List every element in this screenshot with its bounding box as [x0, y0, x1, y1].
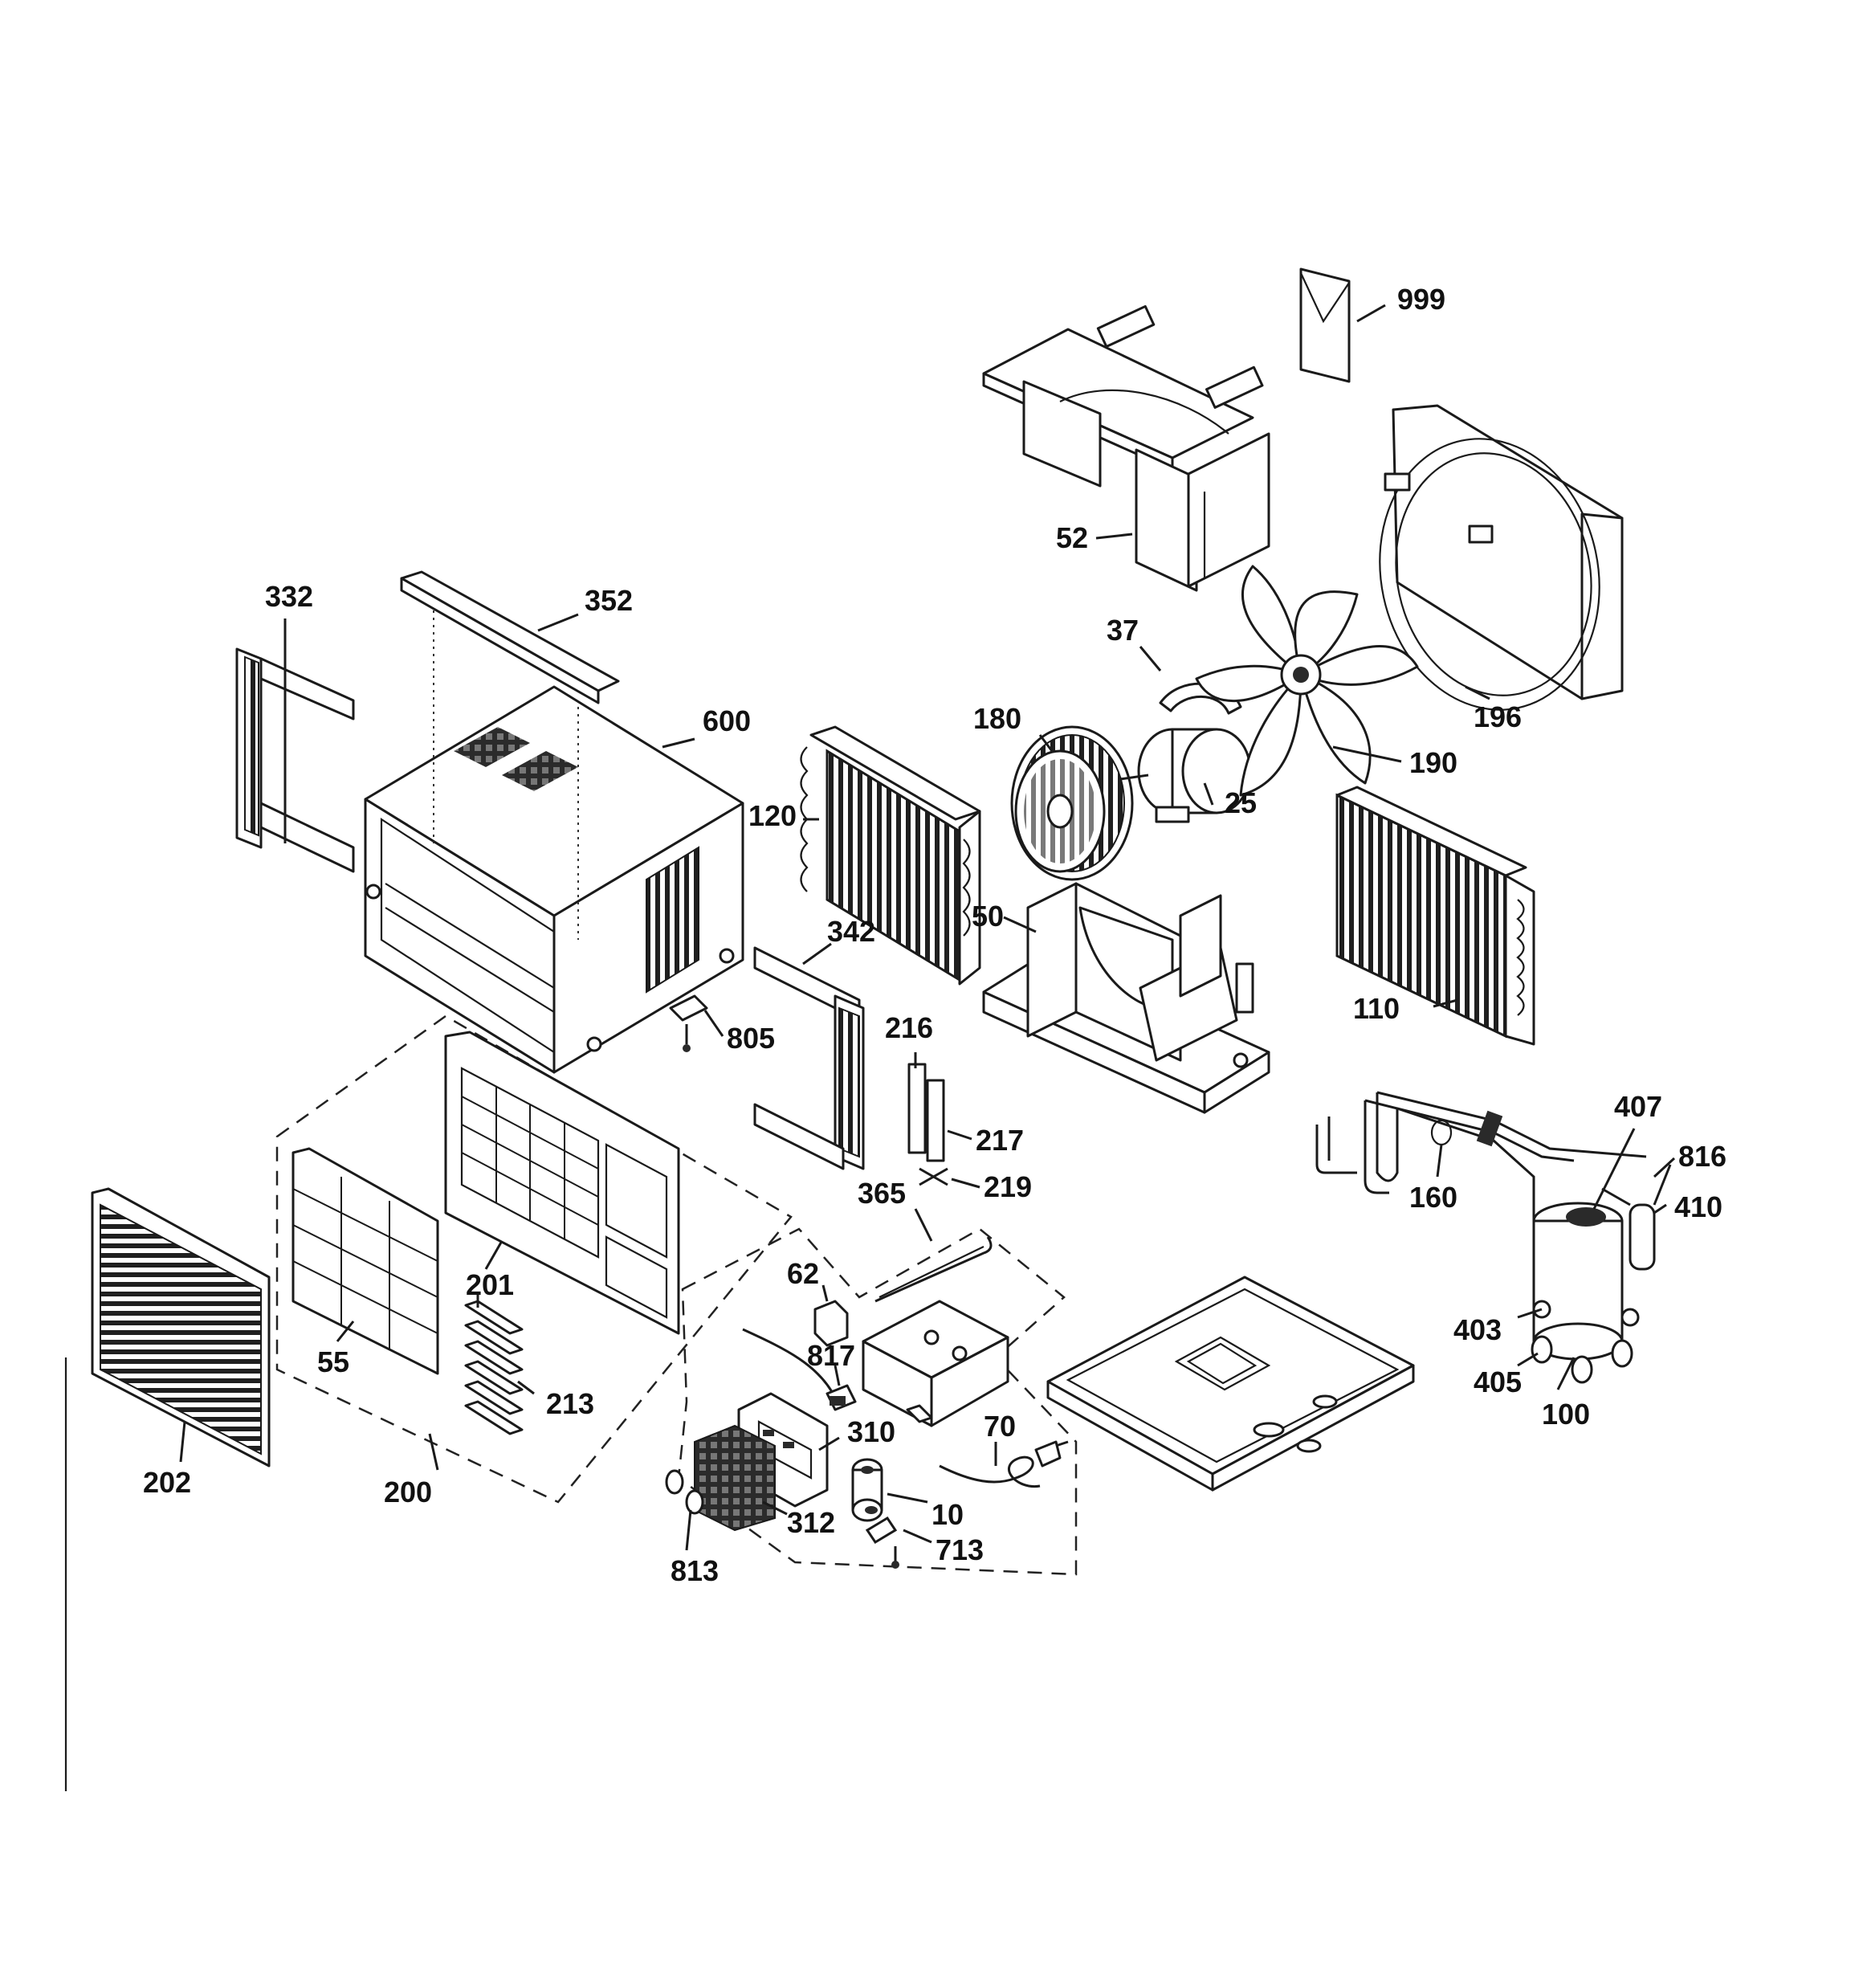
part-25-fan-motor	[1119, 728, 1286, 823]
label-312: 312	[787, 1506, 835, 1539]
label-160: 160	[1409, 1181, 1457, 1214]
label-120: 120	[748, 799, 797, 832]
label-110: 110	[1353, 992, 1400, 1025]
label-352: 352	[585, 584, 633, 617]
label-310: 310	[847, 1415, 895, 1448]
label-342: 342	[827, 915, 875, 948]
label-217: 217	[976, 1124, 1024, 1157]
label-190: 190	[1409, 746, 1457, 779]
label-216: 216	[885, 1011, 933, 1044]
part-342-side-curtain-right	[753, 946, 865, 1170]
part-600-cabinet	[364, 610, 744, 1074]
label-200: 200	[384, 1476, 432, 1508]
label-25: 25	[1225, 786, 1257, 819]
part-control-bracket	[862, 1300, 1009, 1427]
label-999: 999	[1397, 283, 1445, 316]
label-52: 52	[1056, 521, 1088, 554]
part-10-capacitor	[851, 1458, 883, 1522]
part-50-blower-housing	[982, 882, 1270, 1114]
part-332-side-curtain-left	[235, 647, 355, 873]
label-219: 219	[984, 1170, 1032, 1203]
label-600: 600	[703, 704, 751, 737]
part-805-bracket	[669, 994, 708, 1052]
label-213: 213	[546, 1387, 594, 1420]
part-120-evaporator-coil	[800, 725, 981, 986]
part-62-relay	[813, 1300, 849, 1347]
part-110-condenser-coil	[1335, 786, 1535, 1046]
group-200-outline	[275, 1014, 793, 1504]
part-817-wire-harness	[742, 1328, 857, 1411]
label-196: 196	[1474, 700, 1522, 733]
part-813-knobs	[665, 1469, 704, 1515]
part-201-front-panel	[444, 1031, 680, 1335]
label-403: 403	[1453, 1313, 1502, 1346]
part-216-217-219-sensor-parts	[907, 1063, 948, 1186]
part-labels: 999 52 196 332 352 37 600 180 190 120 25…	[143, 283, 1726, 1587]
label-62: 62	[787, 1257, 819, 1290]
leader-lines	[179, 304, 1676, 1551]
part-180-blower-wheel	[1010, 725, 1134, 881]
electrical-group-outline	[677, 1227, 1078, 1576]
part-100-compressor	[1531, 1164, 1672, 1384]
part-999-manual	[1299, 267, 1351, 383]
part-70-power-cord	[939, 1440, 1069, 1488]
part-base-pan	[1046, 1276, 1415, 1492]
part-190-propeller-fan	[1195, 565, 1419, 797]
label-202: 202	[143, 1466, 191, 1499]
label-410: 410	[1674, 1190, 1722, 1223]
part-312-control-panel	[694, 1424, 776, 1532]
label-713: 713	[936, 1533, 984, 1566]
part-55-filter	[291, 1147, 439, 1375]
label-805: 805	[727, 1022, 775, 1055]
label-37: 37	[1107, 614, 1139, 647]
label-817: 817	[807, 1339, 855, 1372]
part-365-rod	[874, 1236, 993, 1303]
label-100: 100	[1542, 1398, 1590, 1431]
part-196-fan-shroud	[1379, 404, 1624, 711]
part-713-strap	[865, 1516, 899, 1569]
part-352-top-rail	[400, 570, 620, 704]
label-201: 201	[466, 1268, 514, 1301]
part-213-louvers	[464, 1293, 524, 1435]
label-55: 55	[317, 1345, 349, 1378]
label-50: 50	[972, 900, 1004, 933]
label-407: 407	[1614, 1090, 1662, 1123]
part-52-air-duct	[982, 304, 1270, 592]
label-180: 180	[973, 702, 1021, 735]
label-10: 10	[932, 1498, 964, 1531]
label-70: 70	[984, 1410, 1016, 1443]
part-202-front-grille	[91, 1187, 271, 1468]
label-405: 405	[1474, 1365, 1522, 1398]
label-816: 816	[1678, 1140, 1726, 1173]
label-813: 813	[671, 1554, 719, 1587]
label-365: 365	[858, 1177, 906, 1210]
label-332: 332	[265, 580, 313, 613]
